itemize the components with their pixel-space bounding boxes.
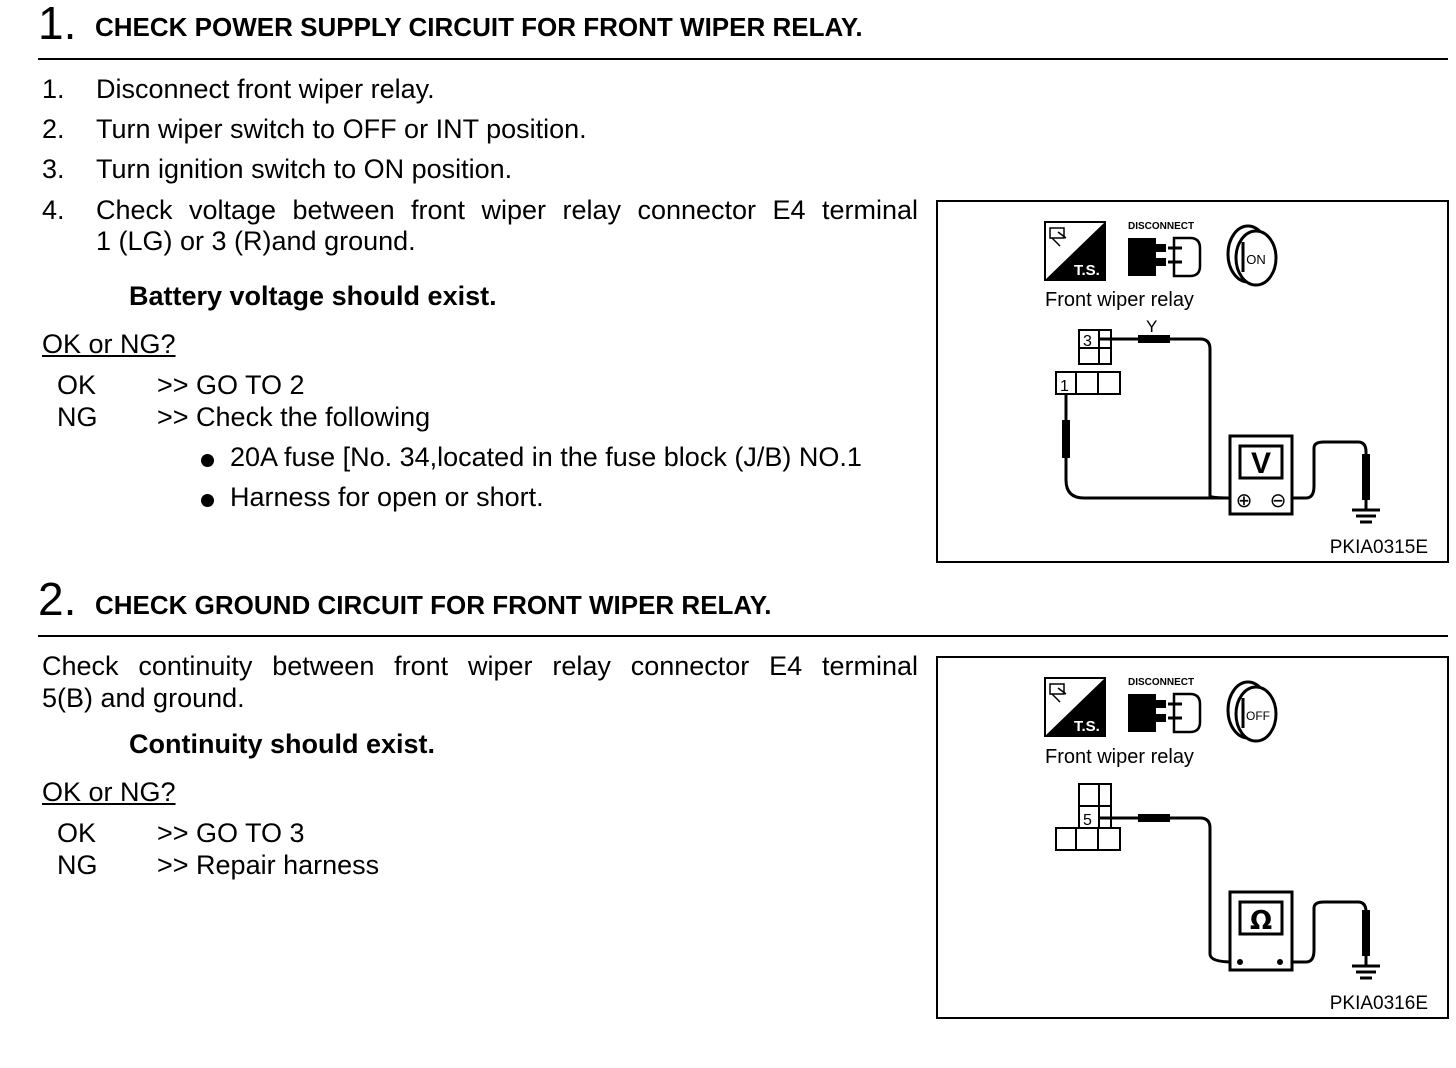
meter-symbol: V (1251, 447, 1271, 480)
ohmmeter-icon: Ω (1228, 890, 1294, 972)
step-1-item-4-text-line-2: 1 (LG) or 3 (R)and ground. (96, 226, 416, 256)
terminal-3-label: 3 (1083, 333, 1092, 350)
ground-probe (1362, 910, 1370, 956)
figure-continuity-check-drawing: T.S. DISCONNECT OFF Front wiper relay (1044, 677, 1428, 1014)
step-1-ng-action: >> Check the following (157, 402, 431, 432)
plus-terminal: ⊕ (1236, 488, 1253, 512)
step-2-ng-action: >> Repair harness (157, 850, 380, 880)
ts-label: T.S. (1074, 718, 1100, 735)
relay-connector (1055, 329, 1121, 395)
figure-title: Front wiper relay (1045, 289, 1194, 311)
minus-terminal: ⊖ (1270, 488, 1287, 512)
terminal-1-label: 1 (1060, 378, 1069, 395)
step-1-question: OK or NG? (42, 329, 176, 359)
step-1-bullet-1: 20A fuse [No. 34,located in the fuse blo… (230, 442, 862, 472)
ignition-key-icon: OFF (1226, 680, 1278, 743)
step-1-ng-label: NG (57, 402, 98, 432)
step-2-text-line-1: Check continuity between front wiper rel… (42, 651, 918, 681)
probe-wires (1064, 337, 1368, 500)
probe-tip-3 (1138, 335, 1170, 343)
terminal-5-label: 5 (1083, 812, 1092, 829)
relay-connector (1055, 783, 1121, 851)
step-2-number: 2. (38, 573, 77, 625)
disconnect-label: DISCONNECT (1128, 677, 1194, 688)
step-1-item-4-text-line-1: Check voltage between front wiper relay … (96, 195, 918, 225)
ground-icon (1352, 956, 1380, 980)
ts-icon: T.S. (1044, 677, 1106, 737)
disconnect-icon: DISCONNECT (1128, 677, 1202, 734)
voltmeter-icon: V ⊕ ⊖ (1228, 434, 1294, 516)
bullet-icon (201, 494, 214, 507)
figure-voltage-check: T.S. DISCONNECT ON Front wiper relay (936, 200, 1449, 563)
disconnect-icon: DISCONNECT (1128, 221, 1202, 278)
ground-probe (1362, 454, 1370, 500)
figure-continuity-check: T.S. DISCONNECT OFF Front wiper relay (936, 656, 1449, 1019)
key-position-label: OFF (1246, 709, 1270, 723)
step-1-item-2-text: Turn wiper switch to OFF or INT position… (96, 114, 587, 144)
key-position-label: ON (1246, 252, 1266, 267)
figure-voltage-check-drawing: T.S. DISCONNECT ON Front wiper relay (1044, 221, 1428, 558)
probe-tip-5 (1138, 814, 1170, 822)
probe-tip-1 (1062, 420, 1070, 458)
step-2-ok-label: OK (57, 818, 97, 848)
step-1-number: 1. (38, 0, 77, 49)
step-1-divider (38, 58, 1448, 60)
step-2-ng-label: NG (57, 850, 98, 880)
bullet-icon (201, 454, 214, 467)
step-2-heading: CHECK GROUND CIRCUIT FOR FRONT WIPER REL… (95, 590, 772, 620)
wire-color-label: Y (1146, 317, 1157, 336)
step-2-question: OK or NG? (42, 777, 176, 807)
meter-symbol: Ω (1250, 906, 1272, 936)
step-2-spec: Continuity should exist. (129, 729, 436, 759)
figure-code: PKIA0316E (1330, 993, 1428, 1014)
step-1-item-3-number: 3. (42, 154, 65, 184)
disconnect-label: DISCONNECT (1128, 221, 1194, 232)
ground-icon (1352, 500, 1380, 524)
ignition-key-icon: ON (1226, 224, 1278, 287)
figure-code: PKIA0315E (1330, 537, 1428, 558)
step-1-item-4-number: 4. (42, 195, 65, 225)
step-2-ok-action: >> GO TO 3 (157, 818, 305, 848)
step-2-divider (38, 635, 1448, 637)
step-1-item-1-number: 1. (42, 74, 65, 104)
step-1-ok-action: >> GO TO 2 (157, 370, 305, 400)
step-1-item-2-number: 2. (42, 114, 65, 144)
step-1-heading: CHECK POWER SUPPLY CIRCUIT FOR FRONT WIP… (95, 12, 863, 42)
probe-wires (1098, 816, 1368, 964)
ts-label: T.S. (1074, 262, 1100, 279)
ts-icon: T.S. (1044, 221, 1106, 281)
figure-title: Front wiper relay (1045, 746, 1194, 768)
step-1-ok-label: OK (57, 370, 97, 400)
step-1-item-1-text: Disconnect front wiper relay. (96, 74, 435, 104)
step-1-item-3-text: Turn ignition switch to ON position. (96, 154, 513, 184)
step-1-bullet-2: Harness for open or short. (230, 482, 544, 512)
step-2-text-line-2: 5(B) and ground. (42, 683, 245, 713)
step-1-spec: Battery voltage should exist. (129, 281, 497, 311)
